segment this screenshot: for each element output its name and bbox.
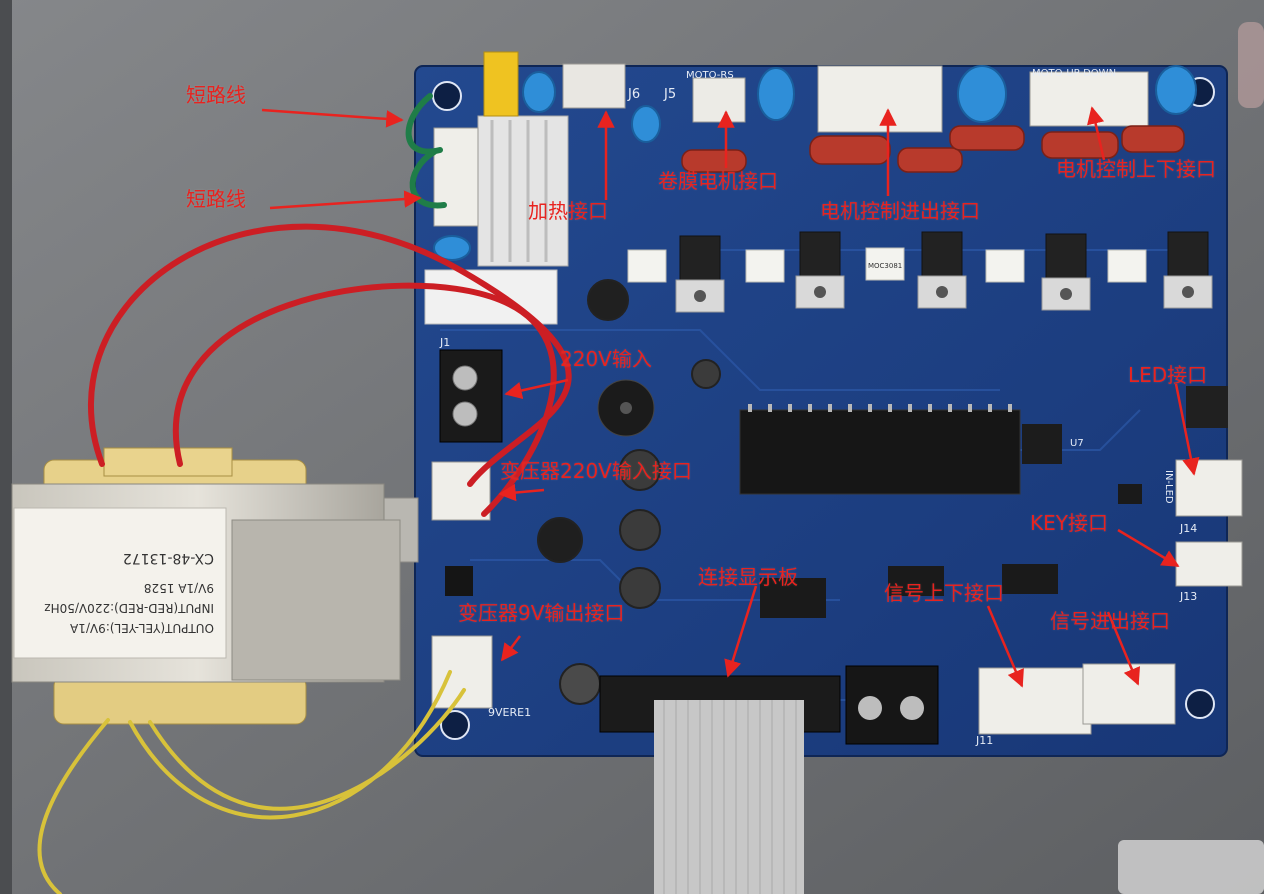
transformer [11, 447, 419, 725]
label-short-wire-1: 短路线 [186, 83, 246, 107]
silkscreen: J1 J5 J6 J11 J13 J14 MOTO-RS MOTO-UP-DOW… [439, 68, 1197, 747]
silk-j13: J13 [1179, 590, 1197, 603]
silk-moto: MOTO-RS [686, 70, 734, 81]
ribbon-cable [599, 675, 841, 894]
label-heating-port: 加热接口 [528, 199, 608, 223]
label-key-port: KEY接口 [1030, 511, 1108, 535]
silk-moto-updown: MOTO-UP-DOWN [1032, 68, 1116, 79]
silk-j5: J5 [663, 87, 676, 102]
label-film-motor-port: 卷膜电机接口 [658, 169, 778, 193]
transformer-line-4: CX-48-13172 [123, 550, 214, 566]
label-220v-input: 220V输入 [560, 347, 652, 371]
pcb-board [414, 51, 1243, 757]
label-led-port: LED接口 [1128, 363, 1208, 387]
label-motor-in-out-port: 电机控制进出接口 [820, 199, 980, 223]
silk-in-led: IN-LED [1163, 470, 1174, 504]
silk-j14: J14 [1179, 522, 1197, 535]
silk-u7: U7 [1070, 438, 1084, 449]
silk-chip: MOC3081 [868, 262, 902, 270]
transformer-line-3: 9V/1A 1528 [144, 581, 214, 595]
label-transformer-9v-output: 变压器9V输出接口 [458, 601, 625, 625]
label-short-wire-2: 短路线 [186, 187, 246, 211]
transformer-line-1: OUTPUT(YEL-YEL):9V/1A [69, 621, 214, 635]
silk-j1: J1 [439, 336, 450, 349]
silk-j11: J11 [975, 734, 993, 747]
silk-j6: J6 [627, 87, 640, 102]
label-transformer-220v-input: 变压器220V输入接口 [500, 459, 692, 483]
label-signal-up-down-port: 信号上下接口 [884, 581, 1004, 605]
label-signal-in-out-port: 信号进出接口 [1050, 609, 1170, 633]
annotation-arrows [261, 106, 1200, 688]
label-motor-up-down-port: 电机控制上下接口 [1056, 157, 1216, 181]
wires [37, 93, 572, 894]
label-display-board: 连接显示板 [698, 565, 798, 589]
transformer-label: OUTPUT(YEL-YEL):9V/1A INPUT(RED-RED):220… [44, 550, 214, 635]
transformer-line-2: INPUT(RED-RED):220V/50Hz [44, 601, 214, 615]
silk-bottom-id: 9VERE1 [488, 706, 531, 719]
